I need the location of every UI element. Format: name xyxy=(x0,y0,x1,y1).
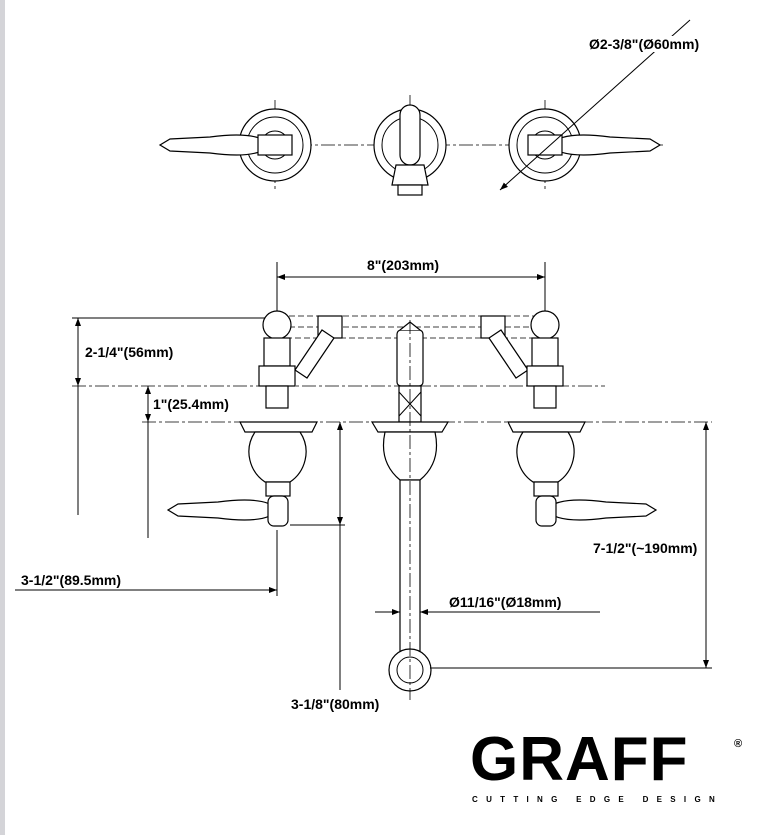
spout-top xyxy=(373,104,447,196)
handle-drop-dim: 3-1/8"(80mm) xyxy=(290,696,381,712)
riser-height-dim: 1"(25.4mm) xyxy=(152,396,230,412)
logo-brand: GRAFF xyxy=(470,725,689,794)
spout xyxy=(370,320,450,700)
registered-mark: ® xyxy=(734,738,743,750)
right-valve xyxy=(507,421,657,527)
right-handle-top xyxy=(508,108,661,182)
logo-tagline: CUTTING EDGE DESIGN xyxy=(472,795,724,804)
center-spread-dim: 8"(203mm) xyxy=(366,257,441,273)
bridge xyxy=(258,310,564,423)
handle-reach-dim: 3-1/2"(89.5mm) xyxy=(20,572,123,588)
top-view xyxy=(159,19,691,196)
handle-diameter-dim: Ø2-3/8"(Ø60mm) xyxy=(588,36,701,52)
left-border-strip xyxy=(0,0,5,835)
front-view xyxy=(15,262,712,700)
left-handle-top xyxy=(159,108,312,182)
left-valve xyxy=(167,421,318,527)
spout-height-dim: 7-1/2"(~190mm) xyxy=(592,540,699,556)
bridge-height-dim: 2-1/4"(56mm) xyxy=(84,344,175,360)
spout-diameter-dim: Ø11/16"(Ø18mm) xyxy=(448,594,563,610)
